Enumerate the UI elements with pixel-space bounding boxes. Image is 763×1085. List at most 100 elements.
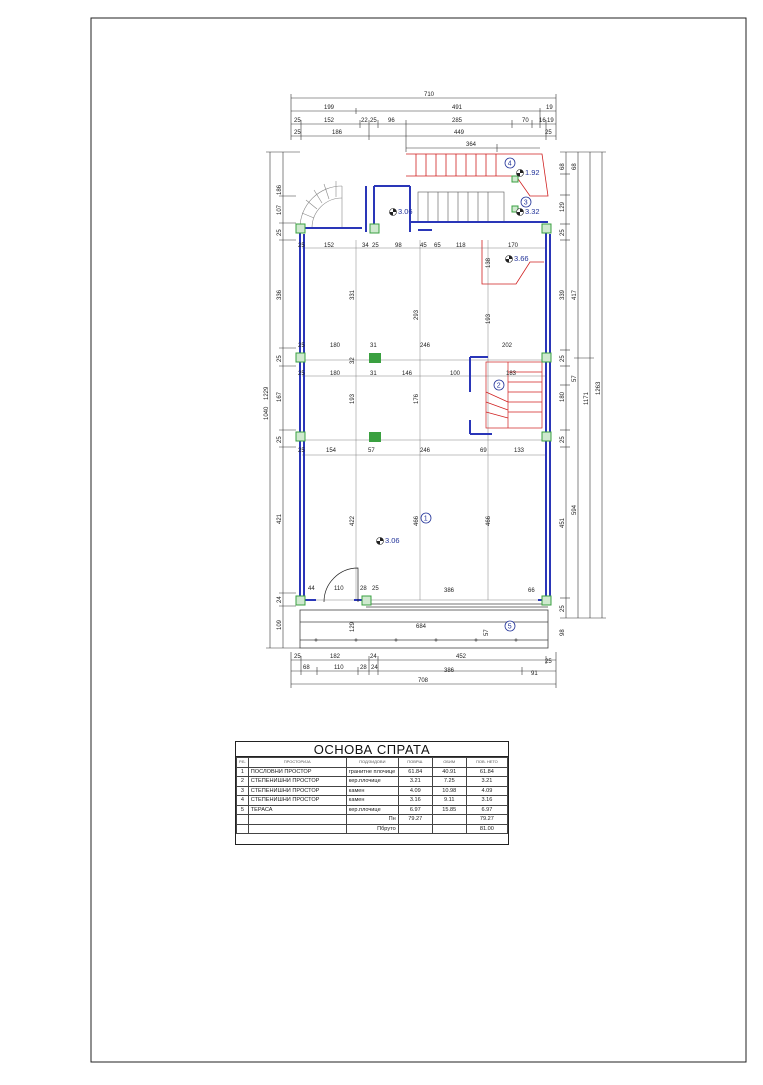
- dim-left-7: 25: [277, 436, 283, 443]
- dim-right-i11: 98: [560, 629, 566, 636]
- room-schedule: ОСНОВА СПРАТА Р.Б. ПРОСТОРИЈА ПОД/ЗИДОВИ…: [235, 741, 509, 845]
- idim-v-room-height: 466: [414, 515, 420, 526]
- dim-top-r3-4: 96: [388, 118, 395, 124]
- table-row: 3 СТЕПЕНИШНИ ПРОСТОР камен 4.09 10.98 4.…: [236, 785, 509, 796]
- level-marker-2: 3.66: [505, 254, 529, 263]
- schedule-header-row: Р.Б. ПРОСТОРИЈА ПОД/ЗИДОВИ ПОВРШ. ОБИМ П…: [236, 757, 509, 768]
- table-row: 1 ПОСЛОВНИ ПРОСТОР гранитне плочице 61.8…: [236, 766, 509, 777]
- dim-left-10: 109: [277, 619, 283, 630]
- grey-stair-inner: [417, 191, 505, 223]
- dim-top-r3-1: 152: [324, 118, 335, 124]
- level-markers: 3.06 3.66 1.92 3.32 3.06: [376, 168, 540, 545]
- idim-r1-1: 152: [324, 243, 335, 249]
- bottom-dimension-lines: [290, 652, 557, 688]
- bot-r2-3: 24: [371, 665, 378, 671]
- svg-text:4: 4: [508, 161, 512, 168]
- level-marker-1: 3.06: [389, 207, 413, 216]
- idim-r1-5: 45: [420, 243, 427, 249]
- dim-right-i4: 339: [560, 289, 566, 300]
- schedule-table: Р.Б. ПРОСТОРИЈА ПОД/ЗИДОВИ ПОВРШ. ОБИМ П…: [236, 757, 509, 834]
- dim-top-r4-3: 25: [545, 130, 552, 136]
- bdim-4: 386: [444, 588, 455, 594]
- room-bubble-5: [504, 620, 516, 632]
- dim-top-r3-6: 70: [522, 118, 529, 124]
- bdim-1: 110: [334, 586, 344, 592]
- idim-r2-3: 246: [420, 343, 431, 349]
- dim-top-r3-3: 25: [370, 118, 377, 124]
- table-row: 5 ТЕРАСА кер.плочице 6.97 15.85 6.97: [236, 804, 509, 815]
- bot-r1-3: 452: [456, 654, 467, 660]
- room-numbers: 1 2 3 4 5: [420, 157, 532, 632]
- col-header: ОБИМ: [431, 757, 467, 768]
- idim-r3-1: 180: [330, 371, 341, 377]
- idim-r4-2: 57: [368, 448, 375, 454]
- total-row: Пн 79.27 79.27: [236, 814, 509, 825]
- bot-r1-4: 25: [545, 659, 552, 665]
- main-walls: [299, 185, 551, 604]
- bot-r2-2: 28: [360, 665, 367, 671]
- svg-text:1.92: 1.92: [525, 168, 540, 177]
- dim-right-i2: 129: [560, 201, 566, 212]
- idim-r2-1: 180: [330, 343, 341, 349]
- total-area: 79.27: [397, 814, 433, 825]
- room-bubble-3: [520, 196, 532, 208]
- top-dimension-lines: [290, 94, 557, 152]
- dim-top-stair: 364: [466, 142, 477, 148]
- level-marker-5: 3.06: [376, 536, 400, 545]
- idim-r4-4: 69: [480, 448, 487, 454]
- idim-r2-0: 25: [298, 343, 305, 349]
- dim-right-i1: 68: [572, 163, 578, 170]
- idim-r1-7: 118: [456, 243, 466, 249]
- spiral-stair-top-left: [299, 181, 343, 229]
- bdim-2: 28: [360, 586, 367, 592]
- idim-r2-2: 31: [370, 343, 377, 349]
- dim-top-r2-1: 491: [452, 105, 463, 111]
- terrace-dim-0: 684: [416, 624, 427, 630]
- bdim-3: 25: [372, 586, 379, 592]
- idim-r3-5: 183: [506, 371, 517, 377]
- dim-right-1: 1171: [584, 391, 590, 405]
- svg-text:3.06: 3.06: [398, 207, 413, 216]
- dim-left-2: 25: [277, 229, 283, 236]
- dim-right-i8: 25: [560, 436, 566, 443]
- idim-r1-6: 65: [434, 243, 441, 249]
- dim-left-overall: 1229: [264, 386, 270, 400]
- idim-r1-2: 34: [362, 243, 369, 249]
- gross-row: Пбруто 81.00: [236, 823, 509, 834]
- dim-top-r3-8: 19: [547, 118, 554, 124]
- col-header: ПРОСТОРИЈА: [247, 757, 347, 768]
- dim-right-i3: 25: [560, 229, 566, 236]
- idim-r1-3: 25: [372, 243, 379, 249]
- terrace-dim-2: 57: [484, 629, 490, 636]
- dim-right-i10: 25: [560, 605, 566, 612]
- col-header: ПОД/ЗИДОВИ: [345, 757, 399, 768]
- dim-top-r4-2: 449: [454, 130, 465, 136]
- dim-left-5: 1040: [264, 406, 270, 420]
- bot-r1-2: 24: [370, 654, 377, 660]
- dim-top-r4-0: 25: [294, 130, 301, 136]
- idim-r1-9: 138: [486, 257, 492, 268]
- table-row: 2 СТЕПЕНИШНИ ПРОСТОР кер.плочице 3.21 7.…: [236, 776, 509, 787]
- dim-top-r3-5: 285: [452, 118, 463, 124]
- bot-r1-1: 182: [330, 654, 341, 660]
- dim-left-8: 421: [277, 513, 283, 524]
- dim-top-r3-7: 16: [539, 118, 546, 124]
- dim-right-i9: 451: [560, 517, 566, 528]
- col-header: Р.Б.: [236, 757, 249, 768]
- dim-right-i6: 57: [572, 375, 578, 382]
- idim-r3-3: 146: [402, 371, 413, 377]
- dim-left-4: 25: [277, 355, 283, 362]
- idim-r4-0: 25: [298, 448, 305, 454]
- left-dimension-lines: [266, 151, 300, 649]
- red-stair-middle: [485, 361, 543, 429]
- bot-r2-4: 386: [444, 668, 455, 674]
- idim-r4-3: 246: [420, 448, 431, 454]
- red-stair-top: [406, 153, 549, 285]
- idim-v-2: 176: [414, 393, 420, 404]
- dim-left-3: 336: [277, 289, 283, 300]
- idim-r1-8: 170: [508, 243, 519, 249]
- dim-left-6: 167: [277, 391, 283, 402]
- idim-r1-10: 193: [486, 313, 492, 324]
